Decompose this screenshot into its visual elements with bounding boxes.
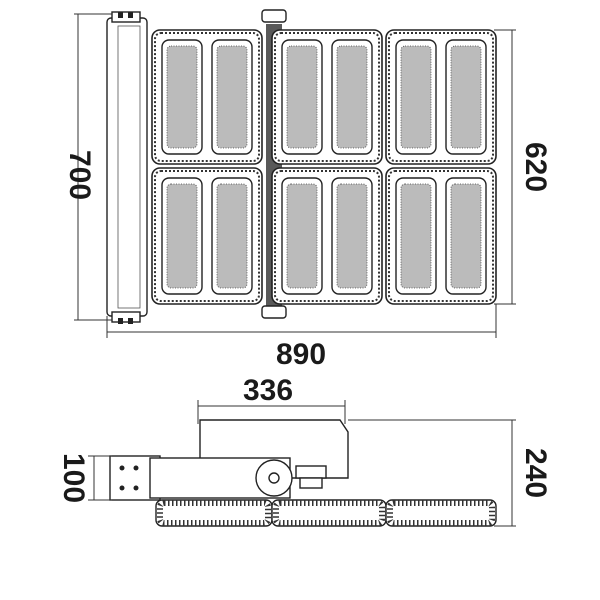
module-fins: [388, 32, 494, 162]
module-fins: [154, 32, 260, 162]
dimension-336: 336: [197, 374, 346, 424]
dimension-336-label: 336: [243, 374, 293, 407]
dimension-700: 700: [63, 13, 112, 321]
dimension-100: 100: [57, 453, 112, 503]
led-array: [166, 183, 198, 289]
led-array: [166, 45, 198, 149]
dimension-700-label: 700: [63, 150, 96, 200]
module-fins: [154, 170, 260, 302]
dimension-240: 240: [348, 419, 552, 527]
heat-sink-fins: [273, 500, 385, 526]
led-array: [450, 45, 482, 149]
led-array: [400, 183, 432, 289]
led-array: [450, 183, 482, 289]
module-fins: [274, 32, 380, 162]
led-array: [286, 45, 318, 149]
led-array: [400, 45, 432, 149]
mounting-bracket: [106, 11, 148, 324]
led-array: [216, 183, 248, 289]
module-fins: [274, 170, 380, 302]
module-fins: [388, 170, 494, 302]
side-bracket: [109, 455, 327, 501]
heat-sink-fins: [157, 500, 271, 526]
dimension-100-label: 100: [57, 453, 90, 503]
led-modules: [151, 29, 497, 305]
heat-sink-fins: [387, 500, 495, 526]
led-array: [336, 183, 368, 289]
heat-sink-profile: [155, 499, 497, 527]
front-view: 700 620 890: [63, 9, 552, 371]
dimension-890-label: 890: [276, 338, 326, 371]
led-array: [216, 45, 248, 149]
led-array: [286, 183, 318, 289]
dimension-890: 890: [106, 304, 497, 371]
led-array: [336, 45, 368, 149]
dimension-620: 620: [494, 29, 552, 305]
side-view: 336 100 240: [57, 374, 552, 527]
dimension-240-label: 240: [519, 448, 552, 498]
dimension-620-label: 620: [519, 142, 552, 192]
